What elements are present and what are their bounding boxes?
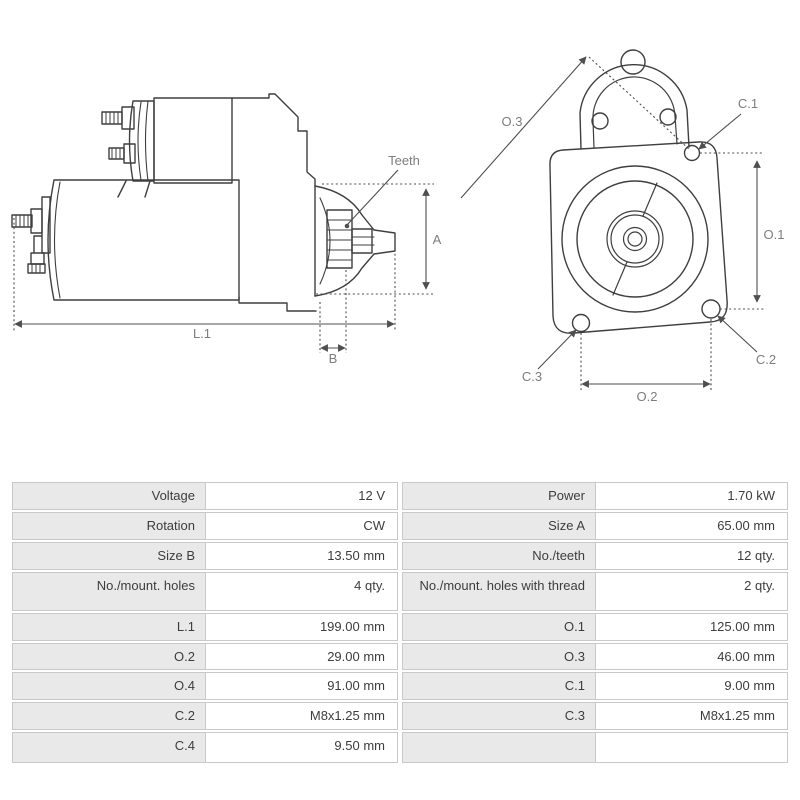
spec-label-cell: Size B bbox=[12, 541, 205, 570]
side-view-dimensions bbox=[13, 169, 434, 353]
table-row: L.1 199.00 mm bbox=[12, 612, 398, 641]
rear-terminal-stud bbox=[11, 196, 51, 274]
solenoid bbox=[117, 97, 233, 198]
spec-label-cell: No./teeth bbox=[402, 541, 595, 570]
spec-value-cell: 2 qty. bbox=[595, 571, 788, 611]
spec-value-cell: 9.50 mm bbox=[205, 732, 398, 764]
hole-c2 bbox=[701, 299, 721, 319]
spec-value-cell: 4 qty. bbox=[205, 571, 398, 611]
table-row: O.1 125.00 mm bbox=[402, 612, 788, 641]
arch-left-hole bbox=[591, 112, 609, 130]
table-row bbox=[402, 732, 788, 764]
spec-value-cell: 199.00 mm bbox=[205, 612, 398, 641]
spec-label-cell: L.1 bbox=[12, 612, 205, 641]
table-row: Voltage 12 V bbox=[12, 482, 398, 510]
table-row: Size B 13.50 mm bbox=[12, 541, 398, 570]
spec-label-cell: C.4 bbox=[12, 732, 205, 764]
side-view-drawing bbox=[11, 93, 396, 312]
table-row: Power 1.70 kW bbox=[402, 482, 788, 510]
table-row: Rotation CW bbox=[12, 511, 398, 540]
spec-table-left: Voltage 12 V Rotation CW Size B 13.50 mm… bbox=[12, 480, 398, 765]
drive-housing bbox=[231, 93, 396, 312]
hole-c1 bbox=[683, 144, 701, 162]
top-arch bbox=[579, 49, 690, 150]
table-row: C.3 M8x1.25 mm bbox=[402, 702, 788, 731]
spec-table-right: Power 1.70 kW Size A 65.00 mm No./teeth … bbox=[402, 480, 788, 765]
spec-label-cell: O.3 bbox=[402, 642, 595, 671]
table-row: No./mount. holes 4 qty. bbox=[12, 571, 398, 611]
spec-table: Voltage 12 V Rotation CW Size B 13.50 mm… bbox=[12, 480, 788, 765]
dim-o1-label: O.1 bbox=[764, 227, 785, 242]
table-row: C.1 9.00 mm bbox=[402, 672, 788, 701]
spec-label-cell: No./mount. holes bbox=[12, 571, 205, 611]
spec-value-cell: M8x1.25 mm bbox=[205, 702, 398, 731]
spec-value-cell: 65.00 mm bbox=[595, 511, 788, 540]
pinion-gear bbox=[326, 209, 375, 269]
dim-o2-label: O.2 bbox=[637, 389, 658, 404]
spec-value-cell: 12 V bbox=[205, 482, 398, 510]
spec-label-cell: No./mount. holes with thread bbox=[402, 571, 595, 611]
arch-right-hole bbox=[659, 108, 677, 126]
spec-label-cell: C.2 bbox=[12, 702, 205, 731]
table-row: No./mount. holes with thread 2 qty. bbox=[402, 571, 788, 611]
table-row: No./teeth 12 qty. bbox=[402, 541, 788, 570]
dim-c3-label: C.3 bbox=[522, 369, 542, 384]
dim-c2-label: C.2 bbox=[756, 352, 776, 367]
spec-value-cell: 9.00 mm bbox=[595, 672, 788, 701]
spec-value-cell: 46.00 mm bbox=[595, 642, 788, 671]
table-row: O.4 91.00 mm bbox=[12, 672, 398, 701]
spec-value-cell: 12 qty. bbox=[595, 541, 788, 570]
dim-a-label: A bbox=[433, 232, 442, 247]
teeth-label: Teeth bbox=[388, 153, 420, 168]
spec-label-cell: Voltage bbox=[12, 482, 205, 510]
spec-value-cell: 29.00 mm bbox=[205, 642, 398, 671]
spec-label-cell: O.4 bbox=[12, 672, 205, 701]
spec-label-cell: Size A bbox=[402, 511, 595, 540]
mounting-flange bbox=[549, 141, 728, 334]
spec-label-cell: C.3 bbox=[402, 702, 595, 731]
spec-value-cell: 91.00 mm bbox=[205, 672, 398, 701]
table-row: O.2 29.00 mm bbox=[12, 642, 398, 671]
side-view-labels: Teeth A L.1 B bbox=[193, 153, 442, 366]
front-view-labels: O.3 C.1 O.1 C.2 C.3 O.2 bbox=[502, 96, 785, 404]
table-row: O.3 46.00 mm bbox=[402, 642, 788, 671]
table-row: C.2 M8x1.25 mm bbox=[12, 702, 398, 731]
spec-label-cell: C.1 bbox=[402, 672, 595, 701]
technical-drawing: Teeth A L.1 B bbox=[11, 49, 785, 404]
spec-label-cell bbox=[402, 732, 595, 764]
spec-value-cell: 13.50 mm bbox=[205, 541, 398, 570]
table-row: Size A 65.00 mm bbox=[402, 511, 788, 540]
spec-value-cell: 1.70 kW bbox=[595, 482, 788, 510]
solenoid-terminals bbox=[101, 106, 136, 164]
spec-label-cell: Rotation bbox=[12, 511, 205, 540]
dim-l1-label: L.1 bbox=[193, 326, 211, 341]
dim-c1-label: C.1 bbox=[738, 96, 758, 111]
top-hole bbox=[620, 49, 646, 75]
motor-body bbox=[47, 179, 240, 301]
spec-label-cell: Power bbox=[402, 482, 595, 510]
front-view-drawing bbox=[549, 49, 728, 334]
spec-value-cell: 125.00 mm bbox=[595, 612, 788, 641]
spec-label-cell: O.1 bbox=[402, 612, 595, 641]
dim-b-label: B bbox=[329, 351, 338, 366]
front-view-dimensions bbox=[460, 56, 764, 390]
spec-value-cell bbox=[595, 732, 788, 764]
spec-value-cell: M8x1.25 mm bbox=[595, 702, 788, 731]
dim-o3-label: O.3 bbox=[502, 114, 523, 129]
table-row: C.4 9.50 mm bbox=[12, 732, 398, 764]
bearing-boss-circles bbox=[561, 165, 709, 313]
spec-label-cell: O.2 bbox=[12, 642, 205, 671]
spec-value-cell: CW bbox=[205, 511, 398, 540]
hole-c3 bbox=[571, 313, 591, 333]
